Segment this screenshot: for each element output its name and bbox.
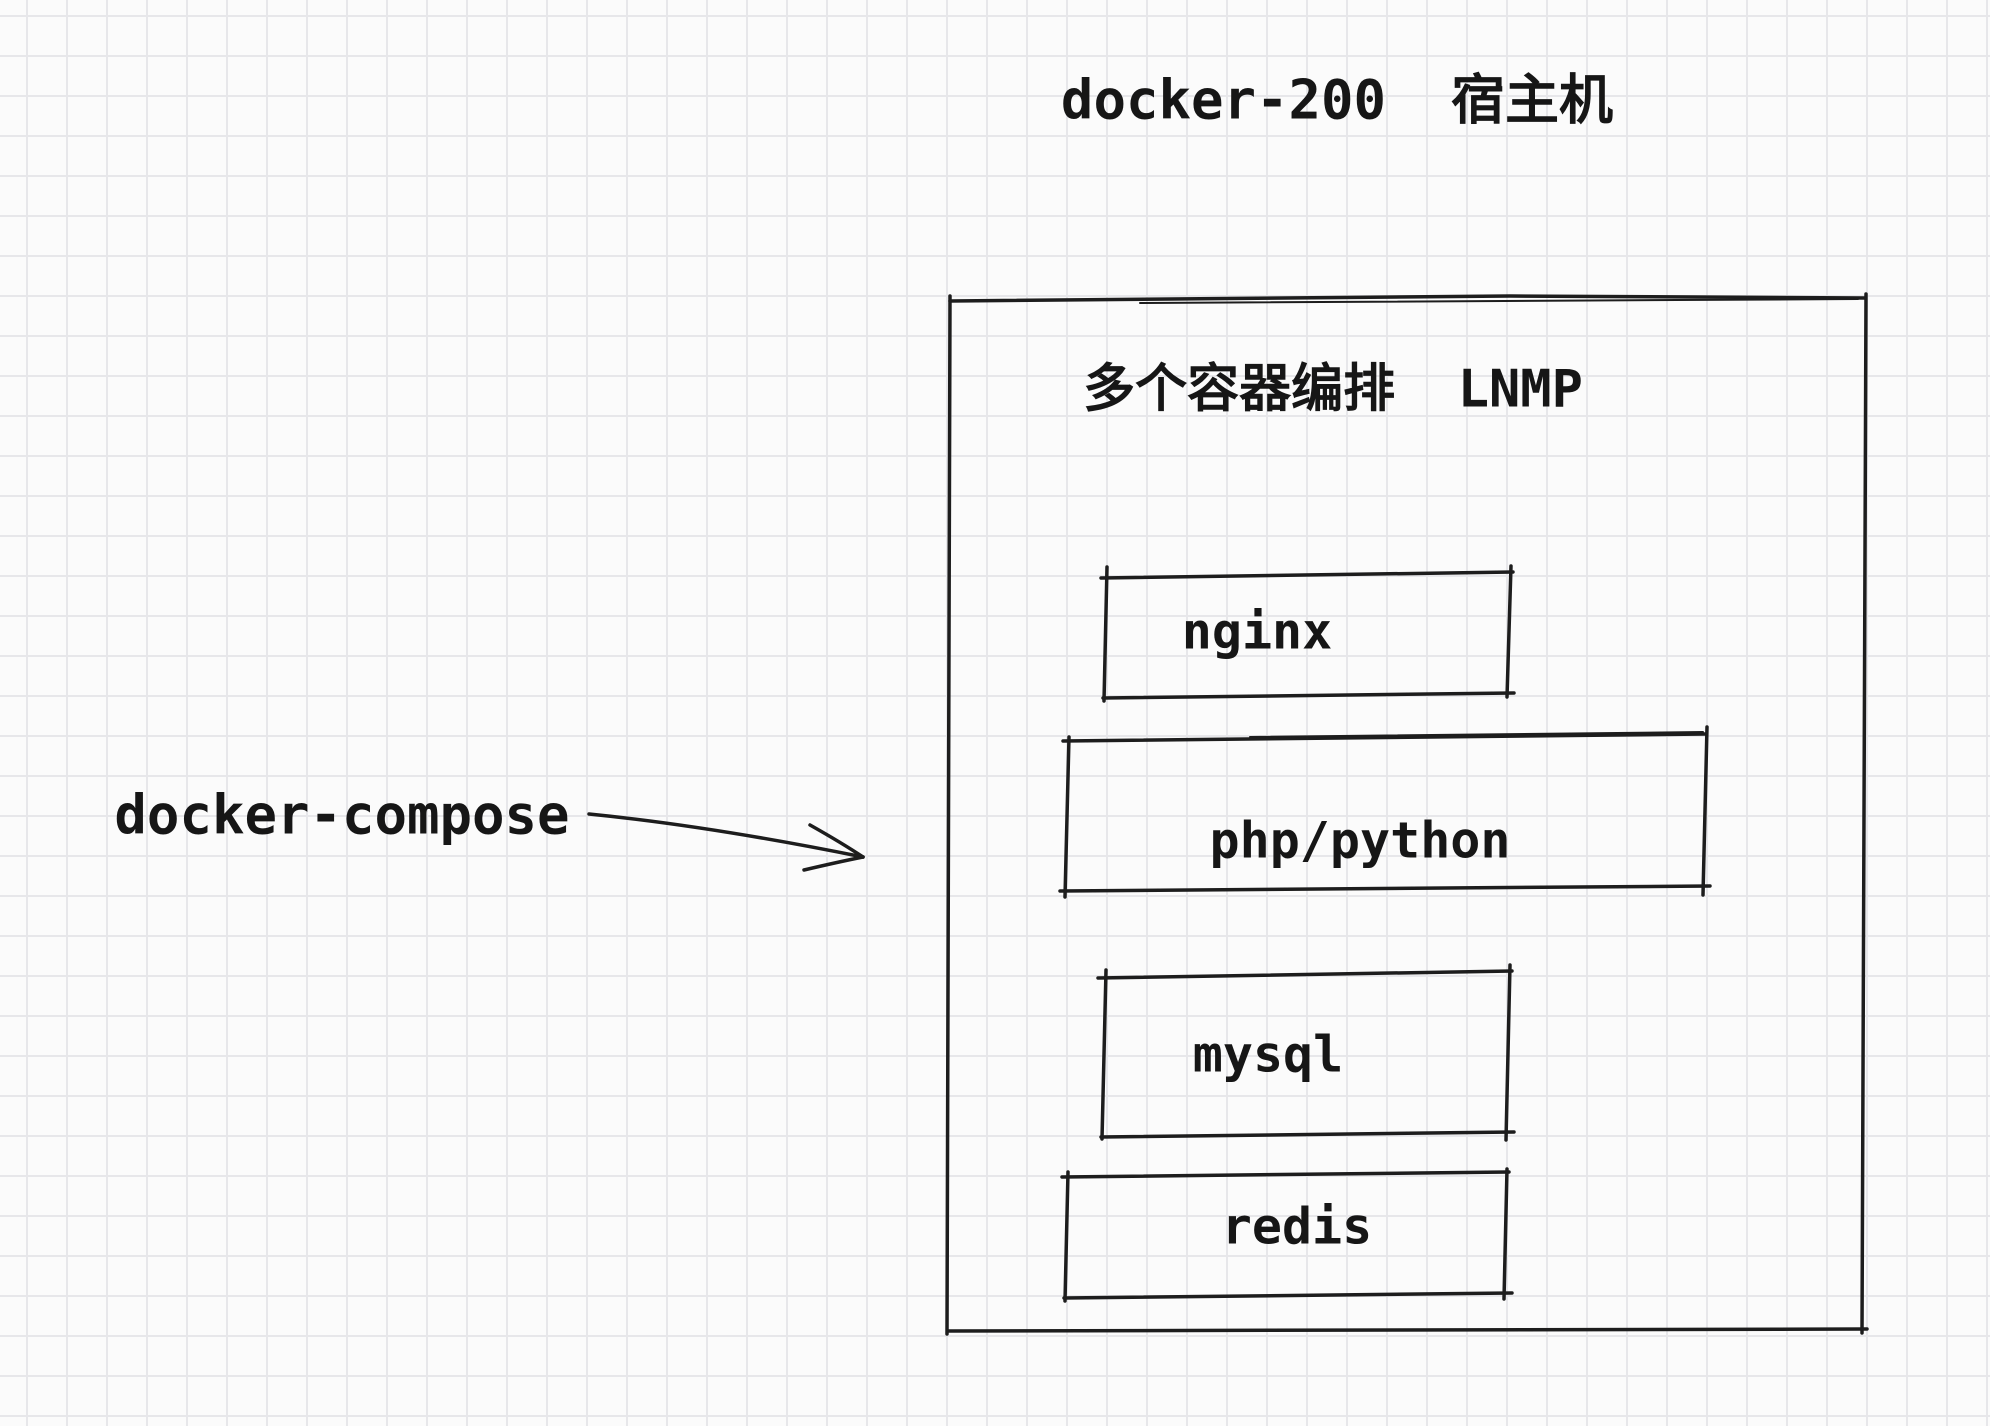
redis-box-edge — [1063, 1170, 1070, 1303]
nginx-box-edge — [1505, 564, 1513, 699]
php-python-box-edge — [1058, 884, 1712, 893]
redis-box-edge — [1060, 1170, 1511, 1179]
container-label-php-python: php/python — [1209, 811, 1511, 870]
mysql-box-edge — [1099, 1130, 1516, 1139]
mysql-box-outline — [1096, 963, 1516, 1142]
host-title: docker-200 宿主机 — [1060, 68, 1614, 132]
php-python-box-edge — [1063, 735, 1071, 899]
group-box-edge — [945, 294, 952, 1336]
container-label-redis: redis — [1221, 1197, 1373, 1256]
compose-label: docker-compose — [114, 783, 570, 847]
group-box-edge — [1139, 298, 1859, 304]
php-python-box-outline — [1058, 725, 1712, 899]
mysql-box-edge — [1100, 968, 1108, 1141]
group-box-edge — [948, 294, 1867, 303]
group-box-outline — [945, 292, 1869, 1336]
container-label-mysql: mysql — [1192, 1025, 1344, 1084]
right-arrow-icon — [587, 812, 865, 872]
nginx-box-outline — [1099, 564, 1516, 703]
arrow-shaft — [587, 812, 865, 859]
arrow-head — [808, 823, 865, 859]
arrow-head — [802, 855, 865, 872]
php-python-box-edge — [1249, 731, 1704, 738]
group-box-edge — [1860, 292, 1868, 1335]
nginx-box-edge — [1099, 570, 1515, 580]
nginx-box-edge — [1102, 565, 1109, 703]
php-python-box-edge — [1701, 725, 1709, 897]
php-python-box-edge — [1061, 732, 1708, 743]
mysql-box-edge — [1504, 963, 1512, 1142]
redis-box-outline — [1060, 1167, 1514, 1303]
group-box-title: 多个容器编排 LNMP — [1083, 359, 1583, 420]
redis-box-edge — [1502, 1167, 1509, 1301]
nginx-box-edge — [1101, 691, 1516, 700]
redis-box-edge — [1062, 1291, 1514, 1300]
container-label-nginx: nginx — [1181, 602, 1333, 661]
mysql-box-edge — [1096, 969, 1514, 980]
group-box-edge — [946, 1327, 1869, 1333]
